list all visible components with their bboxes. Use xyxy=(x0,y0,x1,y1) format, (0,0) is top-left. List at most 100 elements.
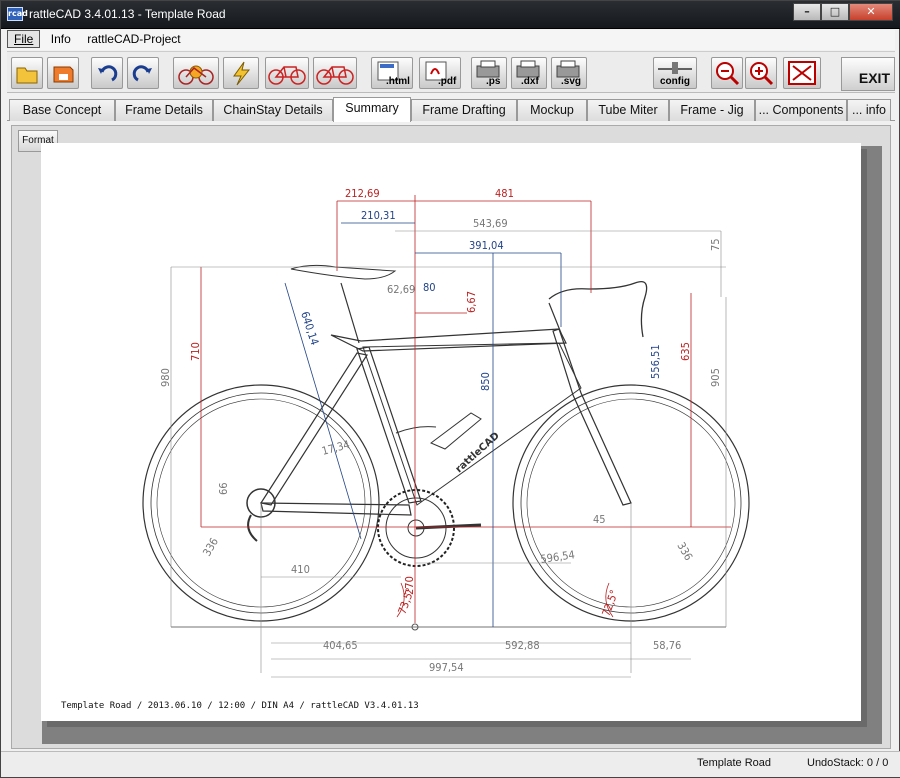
frame-decal: rattleCAD xyxy=(454,430,502,475)
html-doc-icon xyxy=(377,61,399,81)
redo-icon xyxy=(132,65,152,82)
export-svg-button[interactable]: .svg xyxy=(551,57,587,89)
bike-icon xyxy=(316,66,354,85)
dim-270: 270 xyxy=(403,576,416,595)
open-folder-icon xyxy=(16,67,38,84)
menu-bar: File Info rattleCAD-Project xyxy=(7,30,895,50)
tab-bar: Base Concept Frame Details ChainStay Det… xyxy=(7,97,895,122)
config-label: config xyxy=(660,76,690,87)
dim-404: 404,65 xyxy=(323,639,358,652)
tab-mockup[interactable]: Mockup xyxy=(517,99,587,121)
exit-button[interactable]: EXIT xyxy=(841,57,895,91)
bottom-bracket-mark xyxy=(411,623,419,631)
dim-997: 997,54 xyxy=(429,661,464,674)
reset-bike-button[interactable] xyxy=(173,57,219,89)
bike-mode-2-button[interactable] xyxy=(313,57,357,89)
title-bar[interactable]: rcad rattleCAD 3.4.01.13 - Template Road… xyxy=(1,1,900,29)
dim-640: 640,14 xyxy=(298,310,321,347)
menu-file[interactable]: File xyxy=(7,30,41,48)
dxf-label: .dxf xyxy=(521,76,539,87)
export-dxf-button[interactable]: .dxf xyxy=(511,57,547,89)
dim-58: 58,76 xyxy=(653,639,681,652)
bike-icon xyxy=(268,66,306,85)
dim-45: 45 xyxy=(593,513,606,526)
dim-80: 80 xyxy=(423,281,436,294)
drawing-sheet[interactable]: rattleCAD xyxy=(41,143,861,721)
minimize-button[interactable]: – xyxy=(793,3,821,21)
tab-frame-jig[interactable]: Frame - Jig xyxy=(669,99,755,121)
config-button[interactable]: config xyxy=(653,57,697,89)
tab-components[interactable]: ... Components xyxy=(755,99,847,121)
derailleur xyxy=(247,514,258,542)
html-label: .html xyxy=(386,76,410,87)
dim-905: 905 xyxy=(709,368,722,387)
fit-view-icon xyxy=(788,61,816,85)
red-dimension-lines xyxy=(200,195,731,623)
dim-592: 592,88 xyxy=(505,639,540,652)
status-undo: UndoStack: 0 / 0 xyxy=(807,757,889,769)
tab-summary[interactable]: Summary xyxy=(333,97,411,122)
app-icon: rcad xyxy=(7,7,28,21)
saddle xyxy=(290,264,397,280)
save-button[interactable] xyxy=(47,57,79,89)
drawing-footer: Template Road / 2013.06.10 / 12:00 / DIN… xyxy=(61,701,419,711)
open-button[interactable] xyxy=(11,57,43,89)
pdf-label: .pdf xyxy=(438,76,457,87)
tab-info[interactable]: ... info xyxy=(847,99,891,121)
dim-73: 73,5° xyxy=(396,586,417,616)
dim-212: 212,69 xyxy=(345,187,380,200)
handlebar xyxy=(548,280,648,338)
export-html-button[interactable]: .html xyxy=(371,57,413,89)
redo-button[interactable] xyxy=(127,57,159,89)
dim-6: 6,67 xyxy=(465,291,478,313)
zoom-in-icon xyxy=(750,62,774,86)
slider-icon xyxy=(658,62,692,74)
blue-dimension-lines xyxy=(284,222,562,627)
dim-210: 210,31 xyxy=(361,209,396,222)
dim-75: 75 xyxy=(709,238,722,251)
undo-button[interactable] xyxy=(91,57,123,89)
export-ps-button[interactable]: .ps xyxy=(471,57,507,89)
dim-980: 980 xyxy=(159,368,172,387)
dim-635: 635 xyxy=(679,342,692,361)
menu-rattlecad-project[interactable]: rattleCAD-Project xyxy=(87,32,181,46)
dim-850: 850 xyxy=(479,372,492,391)
dim-66: 66 xyxy=(217,482,230,495)
zoom-out-button[interactable] xyxy=(711,57,743,89)
zoom-in-button[interactable] xyxy=(745,57,777,89)
tab-tube-miter[interactable]: Tube Miter xyxy=(587,99,669,121)
dim-336-front: 336 xyxy=(674,540,695,563)
dim-710: 710 xyxy=(189,342,202,361)
lightning-icon xyxy=(233,61,251,86)
maximize-button[interactable]: □ xyxy=(821,3,849,21)
fit-view-button[interactable] xyxy=(783,57,821,89)
dim-596: 596,54 xyxy=(540,548,576,566)
dim-391: 391,04 xyxy=(469,239,504,252)
bottle-cage xyxy=(395,412,482,450)
bike-mode-1-button[interactable] xyxy=(265,57,309,89)
toolbar: .html .pdf .ps .dxf .svg config xyxy=(7,51,895,93)
dim-543: 543,69 xyxy=(473,217,508,230)
svg-label: .svg xyxy=(561,76,582,87)
menu-info[interactable]: Info xyxy=(50,32,71,46)
zoom-out-icon xyxy=(716,62,740,86)
printer-icon xyxy=(516,60,540,78)
printer-icon xyxy=(556,60,580,78)
chainring xyxy=(377,489,482,567)
tab-chainstay-details[interactable]: ChainStay Details xyxy=(213,99,333,121)
pdf-doc-icon xyxy=(425,61,447,81)
undo-icon xyxy=(98,65,118,82)
export-pdf-button[interactable]: .pdf xyxy=(419,57,461,89)
tab-frame-details[interactable]: Frame Details xyxy=(115,99,213,121)
tab-frame-drafting[interactable]: Frame Drafting xyxy=(411,99,517,121)
tab-base-concept[interactable]: Base Concept xyxy=(9,99,115,121)
status-project: Template Road xyxy=(697,757,771,769)
window-title: rattleCAD 3.4.01.13 - Template Road xyxy=(29,7,226,21)
close-button[interactable]: ✕ xyxy=(849,3,893,21)
dim-72: 72,5° xyxy=(600,588,621,618)
dim-62: 62,69 xyxy=(387,283,415,296)
flash-button[interactable] xyxy=(223,57,259,89)
status-bar: Template Road UndoStack: 0 / 0 xyxy=(1,751,900,777)
window-controls: – □ ✕ xyxy=(793,3,893,21)
